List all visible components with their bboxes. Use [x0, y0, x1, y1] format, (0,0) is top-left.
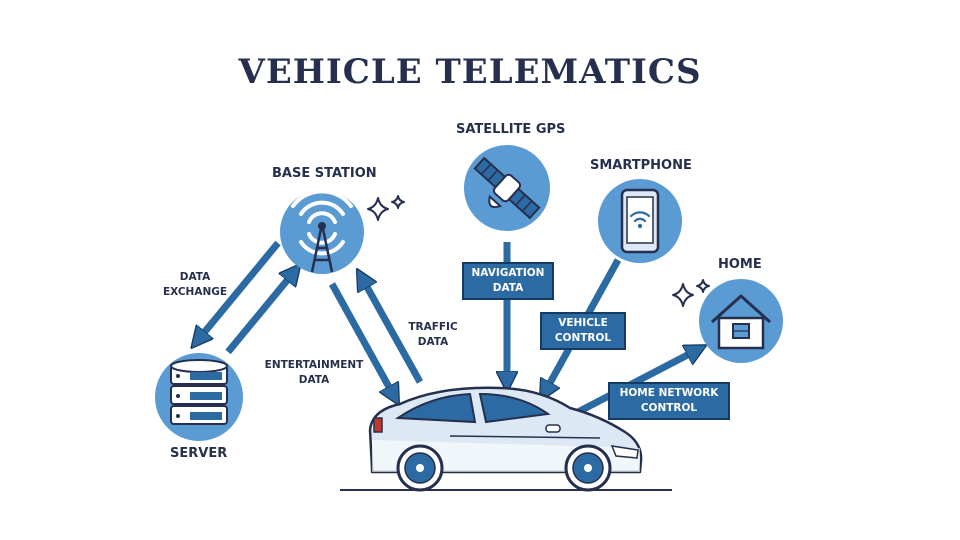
navigation-line-2: DATA: [492, 282, 524, 294]
home-network-control-box: HOME NETWORK CONTROL: [608, 382, 730, 420]
vehicle-control-box: VEHICLE CONTROL: [540, 312, 626, 350]
home-network-line-2: CONTROL: [640, 402, 698, 414]
entertainment-line-1: ENTERTAINMENT: [264, 359, 364, 371]
base-station-label: BASE STATION: [272, 166, 377, 181]
traffic-line-2: DATA: [417, 336, 449, 348]
navigation-data-box: NAVIGATION DATA: [462, 262, 554, 300]
base-station-icon: [280, 189, 364, 274]
smartphone-icon: [598, 179, 682, 263]
arrow-base-to-server: [198, 240, 281, 340]
data-exchange-line-1: DATA: [179, 271, 211, 283]
home-network-line-1: HOME NETWORK: [619, 387, 719, 399]
satellite-label: SATELLITE GPS: [456, 122, 566, 137]
arrow-server-to-base: [225, 272, 294, 355]
smartphone-label: SMARTPHONE: [590, 158, 692, 173]
vehicle-control-line-1: VEHICLE: [558, 317, 608, 329]
traffic-line-1: TRAFFIC: [408, 321, 458, 333]
arrow-car-to-home: [576, 350, 697, 416]
traffic-data-label: TRAFFIC DATA: [400, 320, 466, 350]
arrow-base-to-car: [328, 282, 394, 396]
home-icon: [699, 279, 783, 363]
server-label: SERVER: [170, 446, 228, 461]
arrow-car-to-base: [362, 278, 424, 384]
home-label: HOME: [718, 257, 762, 272]
data-exchange-line-2: EXCHANGE: [162, 286, 228, 298]
car-icon: [340, 386, 672, 492]
page-title: VEHICLE TELEMATICS: [238, 52, 702, 92]
vehicle-control-line-2: CONTROL: [554, 332, 612, 344]
sparkle-icon: [672, 279, 710, 307]
entertainment-line-2: DATA: [298, 374, 330, 386]
data-exchange-label: DATA EXCHANGE: [152, 270, 238, 300]
sparkle-icon: [367, 195, 405, 221]
server-icon: [155, 353, 243, 441]
navigation-line-1: NAVIGATION: [471, 267, 545, 279]
entertainment-data-label: ENTERTAINMENT DATA: [258, 358, 370, 388]
satellite-icon: [464, 145, 550, 231]
